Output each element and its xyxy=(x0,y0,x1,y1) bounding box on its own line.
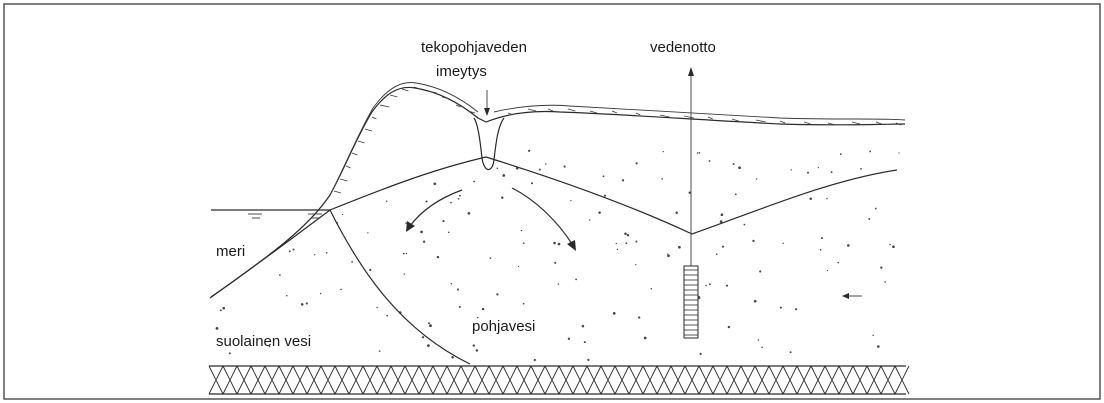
sea-waves xyxy=(248,214,322,218)
saltwater-interface xyxy=(330,210,470,364)
well-screen xyxy=(684,266,698,338)
diagram-frame xyxy=(4,4,1100,399)
extraction-arrow xyxy=(688,67,694,234)
water-table xyxy=(330,157,897,234)
sand-dots xyxy=(216,150,900,361)
soil-hatch xyxy=(334,87,901,193)
ground-surface xyxy=(210,87,905,298)
flow-arrow-left xyxy=(406,190,462,232)
label-sea: meri xyxy=(216,243,245,260)
flow-arrow-right xyxy=(512,188,576,251)
label-extraction: vedenotto xyxy=(650,39,716,56)
label-groundwater: pohjavesi xyxy=(472,318,535,335)
flow-arrow-inland xyxy=(842,293,862,299)
label-infiltration-line2: imeytys xyxy=(436,63,487,80)
bedrock-hatch xyxy=(209,366,909,394)
label-saltwater: suolainen vesi xyxy=(216,333,311,350)
label-infiltration-line1: tekopohjaveden xyxy=(421,39,527,56)
soil-layer-top xyxy=(330,82,905,195)
infiltration-arrow xyxy=(484,90,490,116)
